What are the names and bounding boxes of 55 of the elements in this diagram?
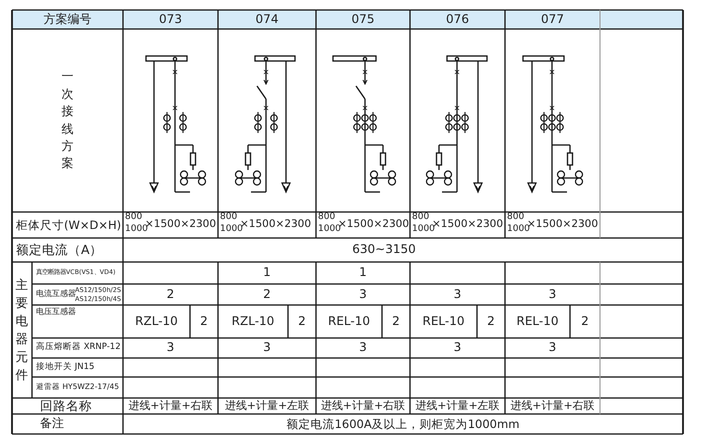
table-text: 2: [200, 314, 208, 328]
table-text: 1000: [412, 225, 435, 234]
table-text: 电压互感器: [36, 308, 76, 317]
table-text: 接地开关 JN15: [36, 362, 94, 372]
table-text: REL-10: [422, 314, 464, 328]
table-text: 1: [359, 266, 367, 280]
table-text: 备注: [40, 417, 64, 431]
table-text: 3: [548, 288, 556, 302]
table-text: 回路名称: [40, 399, 92, 413]
vertical-row-heading: 一次接线方案: [60, 68, 74, 172]
table-text: 3: [454, 341, 462, 355]
table-text: 800: [220, 213, 238, 222]
table-text: 高压熔断器 XRNP-12: [36, 343, 121, 353]
table-text: 1000: [507, 225, 530, 234]
table-text: 074: [256, 12, 278, 26]
vertical-row-heading: 主要电器元件: [15, 276, 29, 384]
table-text: 3: [263, 341, 271, 355]
table-text: 630~3150: [352, 243, 416, 257]
table-text: 方案编号: [44, 12, 92, 26]
table-text: 076: [446, 12, 469, 26]
table-text: 进线+计量+右联: [510, 400, 595, 412]
table-text: 进线+计量+左联: [224, 400, 310, 412]
table-text: 额定电流（A）: [16, 243, 103, 257]
table-text: 075: [352, 12, 374, 26]
table-text: REL-10: [328, 314, 370, 328]
table-text: 3: [548, 341, 556, 355]
table-text: 柜体尺寸(W×D×H): [16, 218, 122, 232]
table-text: 额定电流1600A及以上，则柜宽为1000mm: [286, 418, 520, 430]
table-text: RZL-10: [135, 314, 178, 328]
table-text: 1000: [220, 225, 243, 234]
table-text: 3: [166, 341, 174, 355]
table-text: 3: [454, 288, 462, 302]
table-text: 077: [541, 12, 564, 26]
table-text: 800: [318, 213, 336, 222]
table-text: REL-10: [516, 314, 558, 328]
table-text: 2: [166, 288, 174, 302]
table-text: 2: [298, 314, 306, 328]
table-text: 2: [487, 314, 495, 328]
table-text: 进线+计量+右联: [320, 400, 406, 412]
table-text: 3: [359, 288, 367, 302]
table-text: 1000: [318, 225, 341, 234]
table-text: 2: [392, 314, 400, 328]
table-text: 电流互感器: [36, 290, 76, 298]
table-text: 800: [412, 213, 430, 222]
table-text: 进线+计量+右联: [128, 400, 213, 412]
table-text: 1: [263, 266, 271, 280]
table-text: 进线+计量+左联: [415, 400, 500, 412]
table-text: 3: [359, 341, 367, 355]
table-text: 2: [263, 288, 271, 302]
table-text: 1000: [125, 225, 148, 234]
table-text: RZL-10: [232, 314, 274, 328]
table-text: 2: [581, 314, 589, 328]
table-text: 800: [125, 213, 142, 222]
table-text: 800: [507, 213, 524, 222]
table-text: 073: [159, 12, 182, 26]
